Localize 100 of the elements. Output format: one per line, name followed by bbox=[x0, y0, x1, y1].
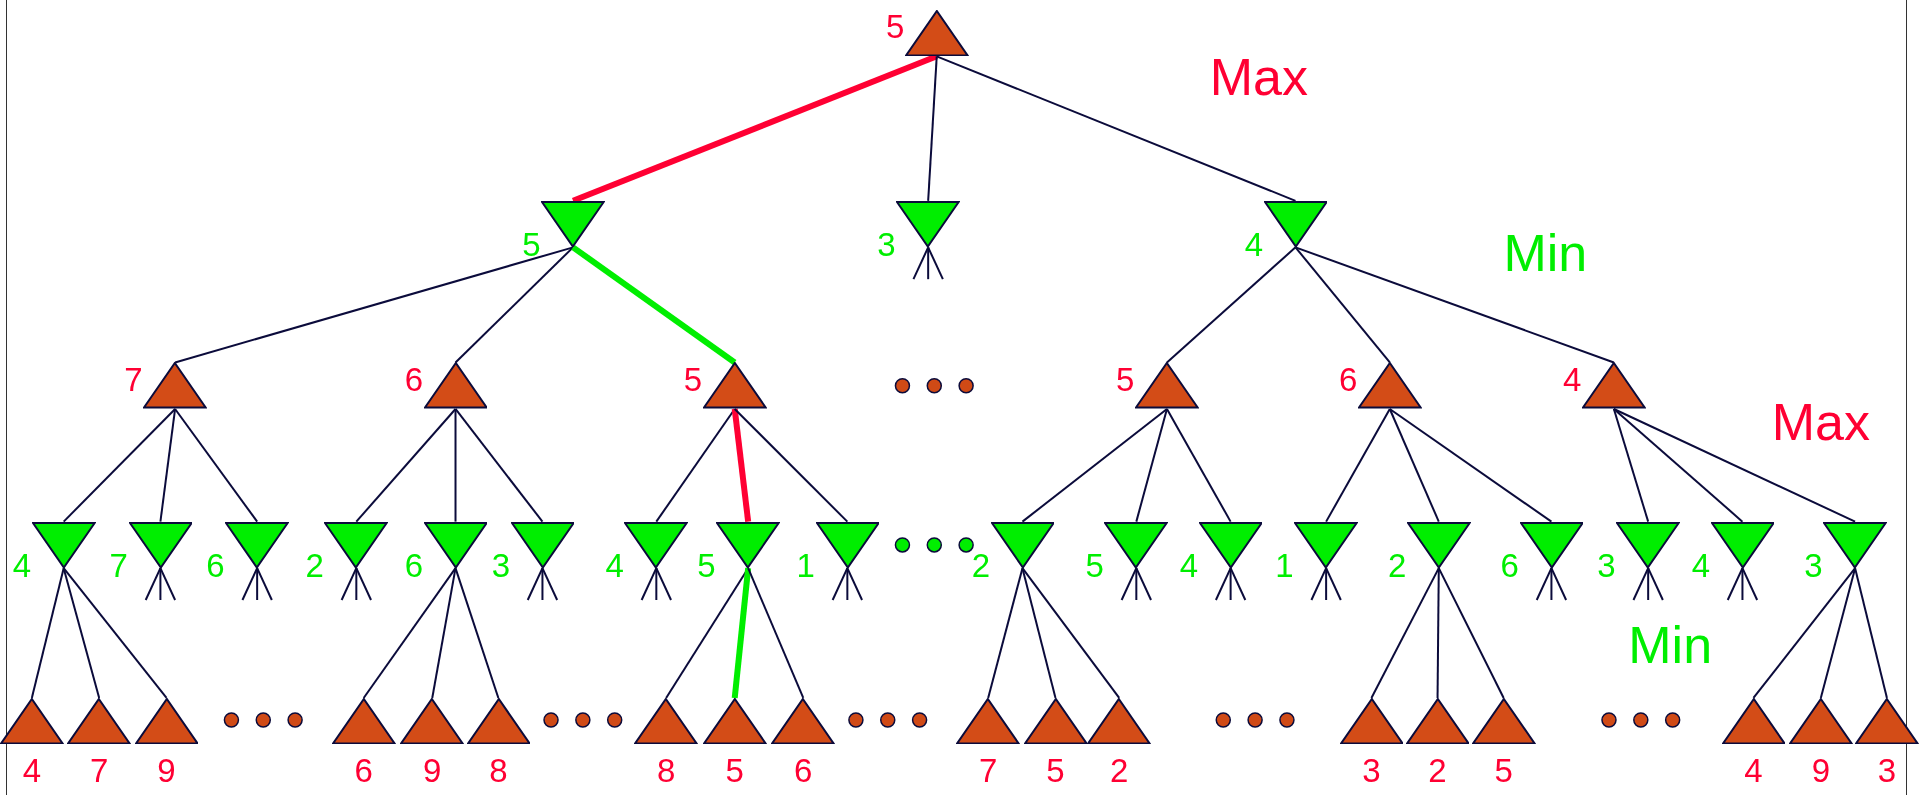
node-value: 6 bbox=[403, 546, 425, 585]
max-node-triangle bbox=[331, 697, 396, 745]
node-value: 3 bbox=[1876, 752, 1898, 791]
max-node-triangle bbox=[143, 362, 207, 409]
max-node-triangle bbox=[1357, 362, 1422, 409]
node-value: 1 bbox=[795, 546, 816, 585]
max-node-triangle bbox=[1087, 697, 1151, 745]
branch-line bbox=[159, 408, 177, 523]
highlighted-branch-line bbox=[731, 567, 752, 699]
node-value: 3 bbox=[1596, 546, 1617, 585]
node-value: 6 bbox=[403, 360, 425, 399]
node-value: 8 bbox=[488, 752, 509, 791]
node-value: 7 bbox=[977, 752, 999, 791]
max-node-triangle bbox=[1582, 362, 1646, 409]
branch-line bbox=[1388, 408, 1440, 523]
node-value: 5 bbox=[682, 360, 704, 399]
max-node-triangle bbox=[1023, 697, 1088, 745]
node-value: 2 bbox=[1427, 752, 1448, 791]
node-value: 5 bbox=[521, 225, 542, 264]
max-node-triangle bbox=[1471, 697, 1536, 745]
branch-line bbox=[1388, 408, 1553, 523]
branch-line bbox=[1612, 408, 1650, 523]
branch-line bbox=[362, 567, 457, 699]
node-value: 3 bbox=[1361, 752, 1382, 791]
min-node-triangle bbox=[225, 521, 289, 569]
branch-line bbox=[1370, 567, 1440, 699]
min-node-triangle bbox=[423, 521, 488, 569]
node-value: 5 bbox=[696, 546, 717, 585]
max-node-triangle bbox=[634, 697, 698, 745]
min-node-triangle bbox=[896, 200, 960, 248]
node-value: 5 bbox=[724, 752, 745, 791]
max-node-triangle bbox=[0, 697, 64, 745]
highlighted-branch-line bbox=[571, 244, 737, 365]
min-node-triangle bbox=[1294, 521, 1358, 569]
branch-line bbox=[62, 408, 177, 523]
min-node-triangle bbox=[510, 521, 575, 569]
branch-line bbox=[1165, 408, 1232, 523]
branch-line bbox=[355, 408, 457, 523]
branch-line bbox=[1135, 408, 1168, 523]
level-label: Max bbox=[1209, 48, 1308, 107]
min-node-triangle bbox=[1616, 521, 1680, 569]
branch-line bbox=[1612, 408, 1744, 523]
highlighted-branch-line bbox=[731, 408, 752, 522]
min-node-triangle bbox=[128, 521, 193, 569]
max-node-triangle bbox=[1405, 697, 1470, 745]
branch-line bbox=[454, 408, 457, 523]
min-node-triangle bbox=[1104, 521, 1169, 569]
max-node-triangle bbox=[1788, 697, 1853, 745]
max-node-triangle bbox=[1855, 697, 1919, 745]
node-value: 3 bbox=[876, 225, 897, 264]
node-value: 2 bbox=[304, 546, 325, 585]
level-label: Min bbox=[1503, 224, 1588, 283]
branch-line bbox=[1021, 567, 1121, 699]
node-value: 1 bbox=[1274, 546, 1295, 585]
min-node-triangle bbox=[1823, 521, 1887, 569]
min-node-triangle bbox=[541, 200, 605, 248]
node-value: 4 bbox=[21, 752, 42, 791]
branch-line bbox=[987, 567, 1024, 699]
branch-line bbox=[935, 55, 1297, 202]
node-value: 6 bbox=[205, 546, 226, 585]
node-value: 2 bbox=[1386, 546, 1408, 585]
node-value: 5 bbox=[1045, 752, 1066, 791]
max-node-triangle bbox=[134, 697, 199, 745]
max-node-triangle bbox=[702, 362, 767, 409]
min-node-triangle bbox=[1519, 521, 1584, 569]
node-value: 4 bbox=[1743, 752, 1764, 791]
node-value: 4 bbox=[11, 546, 33, 585]
max-node-triangle bbox=[1721, 697, 1786, 745]
branch-line bbox=[747, 567, 805, 699]
branch-line bbox=[1325, 408, 1391, 523]
branch-line bbox=[1021, 408, 1168, 523]
branch-line bbox=[1165, 246, 1297, 364]
branch-line bbox=[1436, 567, 1440, 699]
node-value: 8 bbox=[655, 752, 677, 791]
node-value: 6 bbox=[353, 752, 374, 791]
node-value: 9 bbox=[1810, 752, 1831, 791]
branch-line bbox=[927, 55, 938, 202]
branch-line bbox=[1819, 567, 1857, 699]
node-value: 2 bbox=[970, 546, 991, 585]
node-value: 7 bbox=[89, 752, 110, 791]
node-value: 5 bbox=[1115, 360, 1136, 399]
node-value: 9 bbox=[422, 752, 443, 791]
branch-line bbox=[431, 567, 457, 699]
branch-line bbox=[1752, 567, 1857, 699]
branch-line bbox=[30, 567, 65, 699]
min-node-triangle bbox=[31, 521, 96, 569]
node-value: 4 bbox=[1690, 546, 1711, 585]
node-value: 5 bbox=[1493, 752, 1514, 791]
branch-line bbox=[1612, 408, 1857, 523]
branch-line bbox=[454, 408, 544, 523]
max-node-triangle bbox=[466, 697, 531, 745]
max-node-triangle bbox=[1135, 362, 1199, 409]
branch-line bbox=[1294, 246, 1615, 364]
node-value: 3 bbox=[490, 546, 511, 585]
node-value: 3 bbox=[1803, 546, 1824, 585]
branch-line bbox=[62, 567, 101, 699]
node-value: 6 bbox=[1337, 360, 1359, 399]
node-value: 4 bbox=[1243, 225, 1265, 264]
node-value: 2 bbox=[1109, 752, 1130, 791]
branch-line bbox=[174, 408, 259, 523]
